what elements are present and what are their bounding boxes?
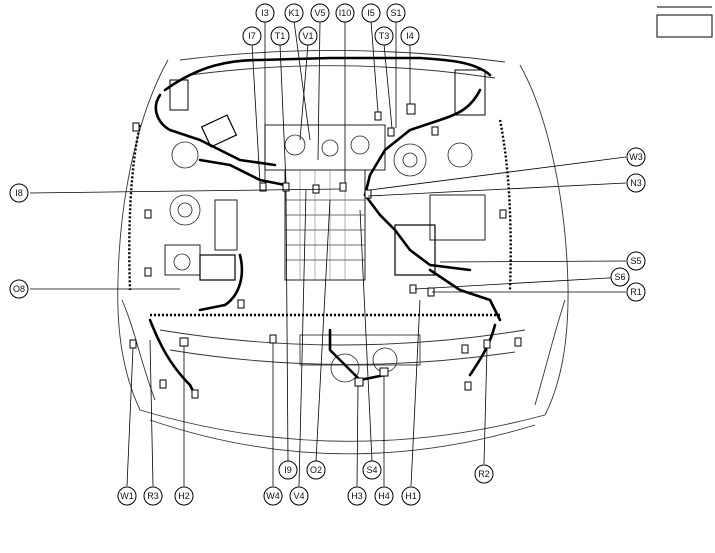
svg-text:W1: W1	[120, 491, 134, 501]
svg-text:K1: K1	[288, 8, 299, 18]
callout-I7: I7	[242, 26, 262, 46]
callout-T3: T3	[374, 26, 394, 46]
callout-I3: I3	[255, 3, 275, 23]
svg-text:S1: S1	[390, 8, 401, 18]
callout-V1: V1	[298, 26, 318, 46]
svg-text:S4: S4	[366, 465, 377, 475]
svg-text:H1: H1	[405, 491, 417, 501]
svg-text:O2: O2	[310, 465, 322, 475]
svg-text:S6: S6	[614, 272, 625, 282]
callout-I10: I10	[335, 3, 355, 23]
callout-I4: I4	[400, 26, 420, 46]
svg-text:T1: T1	[275, 31, 286, 41]
callout-I5: I5	[361, 3, 381, 23]
callout-S1: S1	[386, 3, 406, 23]
callout-W4: W4	[263, 486, 283, 506]
callout-R2: R2	[474, 464, 494, 484]
callout-W3: W3	[626, 147, 646, 167]
callout-S6: S6	[610, 267, 630, 287]
callout-O2: O2	[306, 460, 326, 480]
callout-H3: H3	[347, 486, 367, 506]
svg-text:R3: R3	[147, 491, 159, 501]
svg-text:H3: H3	[351, 491, 363, 501]
svg-text:V1: V1	[302, 31, 313, 41]
callout-I8: I8	[9, 183, 29, 203]
callout-R1: R1	[626, 282, 646, 302]
svg-text:R1: R1	[630, 287, 642, 297]
callouts: I3 K1 V5 I10 I5 S1 I7 T1 V1 T3 I4 W3 I8 …	[9, 3, 646, 506]
callout-R3: R3	[143, 486, 163, 506]
callout-T1: T1	[270, 26, 290, 46]
callout-V4: V4	[289, 486, 309, 506]
vehicle-body-outline	[117, 50, 569, 455]
left-components	[164, 79, 421, 366]
svg-text:I10: I10	[339, 8, 352, 18]
wire-harness	[128, 56, 512, 397]
callout-H1: H1	[401, 486, 421, 506]
svg-text:S5: S5	[630, 256, 641, 266]
callout-H4: H4	[374, 486, 394, 506]
callout-N3: N3	[626, 173, 646, 193]
svg-text:H4: H4	[378, 491, 390, 501]
svg-text:T3: T3	[379, 31, 390, 41]
callout-I9: I9	[278, 460, 298, 480]
callout-S5: S5	[626, 251, 646, 271]
callout-K1: K1	[284, 3, 304, 23]
svg-text:I4: I4	[406, 31, 414, 41]
callout-W1: W1	[117, 486, 137, 506]
svg-text:V5: V5	[314, 8, 325, 18]
leader-lines	[29, 20, 627, 487]
svg-text:V4: V4	[293, 491, 304, 501]
svg-text:R2: R2	[478, 469, 490, 479]
svg-text:O8: O8	[13, 284, 25, 294]
legend-box	[656, 6, 713, 38]
svg-text:I8: I8	[15, 188, 23, 198]
svg-text:I9: I9	[284, 465, 292, 475]
svg-text:I7: I7	[248, 31, 256, 41]
svg-text:I3: I3	[261, 8, 269, 18]
svg-text:I5: I5	[367, 8, 375, 18]
callout-V5: V5	[310, 3, 330, 23]
svg-text:H2: H2	[178, 491, 190, 501]
connectors	[129, 103, 522, 399]
callout-S4: S4	[362, 460, 382, 480]
engine-block	[264, 124, 386, 281]
callout-O8: O8	[9, 279, 29, 299]
svg-text:W3: W3	[629, 152, 643, 162]
svg-text:W4: W4	[266, 491, 280, 501]
callout-H2: H2	[174, 486, 194, 506]
svg-text:N3: N3	[630, 178, 642, 188]
